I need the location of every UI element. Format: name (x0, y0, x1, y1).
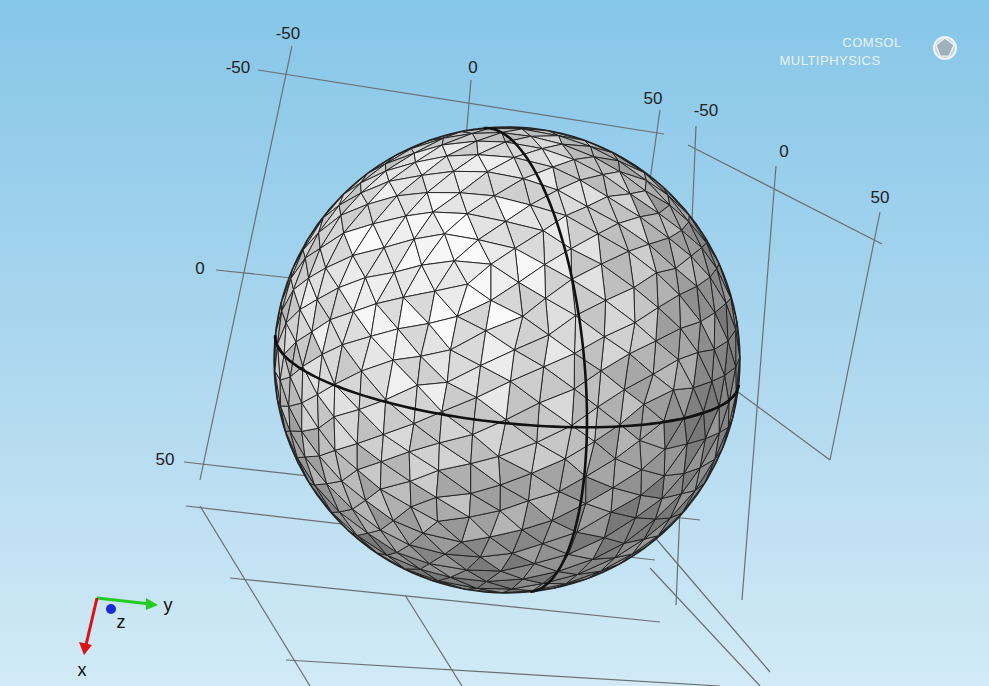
meshed-sphere (274, 127, 740, 593)
axis-tick-label: -50 (694, 102, 719, 119)
mesh-element (539, 367, 574, 403)
mesh-element (447, 141, 478, 156)
watermark: MULTIPHYSICS (779, 54, 880, 67)
mesh-element (657, 273, 680, 308)
mesh-element (510, 350, 543, 381)
axis-name: x (78, 661, 87, 679)
mesh-element (289, 403, 302, 431)
comsol-logo (934, 37, 956, 59)
axis-tick-label: 0 (195, 260, 204, 277)
watermark: COMSOL (842, 36, 901, 49)
axis-triad (79, 598, 158, 655)
axis-tick-label: 0 (468, 59, 477, 76)
mesh-element (678, 328, 698, 359)
mesh-element (595, 407, 620, 441)
mesh-element (714, 313, 728, 350)
axis-tick-label: -50 (226, 59, 251, 76)
mesh-element (481, 350, 515, 381)
mesh-element (656, 308, 681, 341)
mesh-element (477, 133, 506, 142)
mesh-element (604, 301, 635, 337)
axis-tick-label: 50 (871, 189, 890, 206)
mesh-element (653, 341, 678, 374)
mesh-element (601, 337, 630, 371)
mesh-element (598, 371, 625, 407)
mesh-element (634, 288, 658, 323)
mesh-element (317, 384, 334, 416)
mesh-element (572, 389, 598, 425)
axis-name: y (164, 596, 173, 614)
axis-tick-label: 50 (644, 90, 663, 107)
mesh-element (302, 428, 320, 456)
mesh-element (451, 331, 486, 366)
mesh-element (302, 395, 319, 429)
axis-tick-label: -50 (276, 25, 301, 42)
axis-name: z (117, 613, 126, 631)
mesh-element (662, 473, 684, 498)
mesh-element (334, 410, 359, 444)
mesh-element (290, 366, 302, 403)
grid-lines (184, 46, 882, 686)
mesh-element (662, 473, 684, 498)
mesh-element (421, 350, 451, 382)
boundary-edge (484, 128, 587, 592)
mesh-element (574, 353, 601, 389)
mesh-element (467, 570, 501, 582)
mesh-element (460, 172, 494, 196)
sphere-outline (274, 127, 740, 593)
mesh-element (447, 366, 480, 398)
boundary-edge (275, 335, 739, 427)
mesh-element (393, 356, 421, 385)
mesh-element (427, 171, 460, 192)
axis-tick-label: 50 (156, 451, 175, 468)
axis-tick-label: 0 (779, 143, 788, 160)
mesh-element (679, 295, 700, 329)
mesh-element (454, 155, 488, 172)
mesh-element (359, 400, 386, 435)
